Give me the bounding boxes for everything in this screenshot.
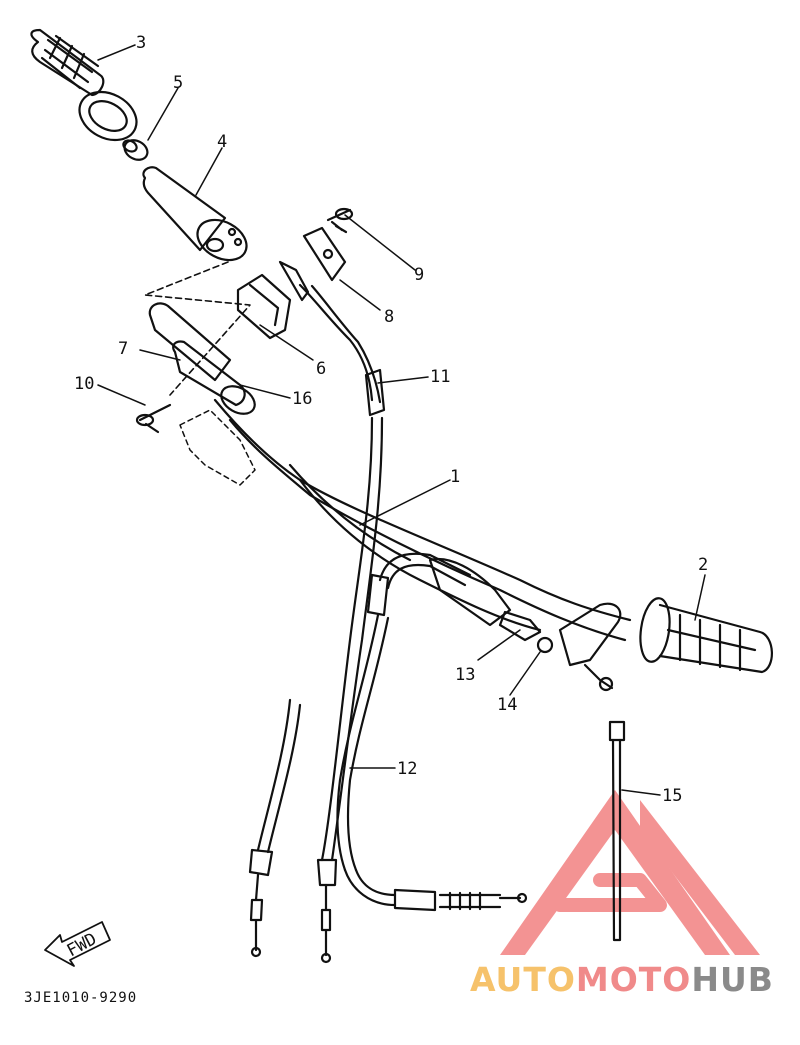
watermark-text: AUTOMOTOHUB <box>470 960 774 999</box>
callout-13: 13 <box>455 665 475 685</box>
handlebar-part <box>213 398 632 642</box>
throttle-tube-part <box>142 166 248 262</box>
callout-9: 9 <box>414 265 424 285</box>
cable-cover-part <box>302 226 347 282</box>
watermark-auto: AUTO <box>470 960 576 999</box>
right-grip-part <box>639 597 773 674</box>
throttle-cable-part <box>278 260 386 964</box>
fwd-arrow-icon <box>44 921 111 967</box>
left-switch-housing-part <box>148 302 256 415</box>
callout-6: 6 <box>316 359 326 379</box>
leader-lines <box>97 44 706 796</box>
cable-tie-part <box>608 720 626 942</box>
callout-14: 14 <box>497 695 517 715</box>
diagram-part-code: 3JE1010-9290 <box>24 990 138 1006</box>
watermark-logo <box>500 790 760 955</box>
left-grip-part <box>30 28 138 142</box>
callout-15: 15 <box>662 786 682 806</box>
phantom-lever-outline <box>179 409 256 486</box>
watermark-moto: MOTO <box>575 960 692 999</box>
callout-11: 11 <box>430 367 450 387</box>
callout-8: 8 <box>384 307 394 327</box>
callout-12: 12 <box>397 759 417 779</box>
callout-16: 16 <box>292 389 312 409</box>
left-cable-part <box>248 698 302 958</box>
clutch-cable-part <box>336 552 528 912</box>
callout-3: 3 <box>136 33 146 53</box>
callout-5: 5 <box>173 73 183 93</box>
callout-4: 4 <box>217 132 227 152</box>
watermark-hub: HUB <box>691 960 774 999</box>
callout-1: 1 <box>450 467 460 487</box>
callout-2: 2 <box>698 555 708 575</box>
throttle-housing-part <box>236 273 292 340</box>
clutch-lever-holder-part <box>428 557 622 692</box>
screw-9-part <box>326 207 354 234</box>
callout-10: 10 <box>74 374 94 394</box>
collar-part <box>122 139 149 161</box>
callout-7: 7 <box>118 339 128 359</box>
fwd-label: FWD <box>64 929 101 961</box>
assembly-guide-line <box>144 261 251 396</box>
screw-10-part <box>135 403 172 434</box>
